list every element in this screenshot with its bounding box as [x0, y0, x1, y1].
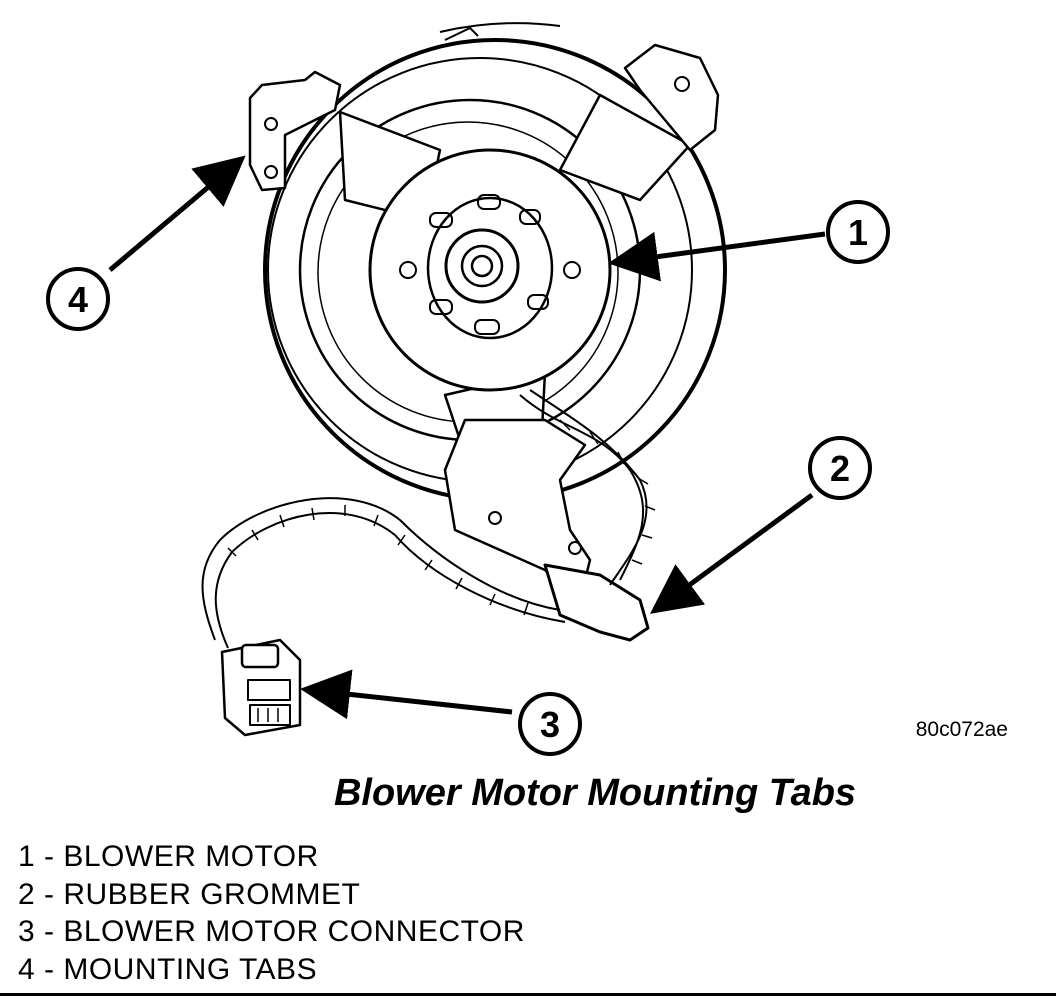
callout-1: 1 — [826, 200, 890, 264]
legend-item: 1 - BLOWER MOTOR — [18, 840, 319, 873]
wire-harness — [201, 389, 656, 649]
callout-arrows — [108, 155, 826, 720]
callout-1-number: 1 — [848, 212, 868, 253]
parts-legend: 1 - BLOWER MOTOR 2 - RUBBER GROMMET 3 - … — [18, 838, 525, 988]
arrow-2 — [649, 492, 814, 614]
blower-motor-connector — [220, 638, 302, 737]
blower-motor — [201, 22, 727, 737]
figure-id: 80c072ae — [916, 718, 1008, 741]
callout-4: 4 — [46, 267, 110, 331]
callout-3-number: 3 — [540, 704, 560, 745]
arrow-1 — [608, 231, 826, 282]
bottom-rule — [0, 993, 1056, 996]
blower-motor-diagram: 1 2 3 4 80c072ae — [46, 22, 1008, 756]
mounting-tab-right — [623, 43, 720, 152]
motor-shaft — [470, 254, 494, 278]
callout-2: 2 — [808, 436, 872, 500]
arrow-4 — [108, 155, 246, 272]
callout-2-number: 2 — [830, 448, 850, 489]
callout-3: 3 — [518, 692, 582, 756]
callout-4-number: 4 — [68, 279, 88, 320]
legend-item: 3 - BLOWER MOTOR CONNECTOR — [18, 915, 525, 948]
rubber-grommet — [543, 563, 650, 642]
legend-item: 4 - MOUNTING TABS — [18, 952, 318, 986]
legend-item: 2 - RUBBER GROMMET — [18, 877, 361, 911]
mounting-tab-left — [248, 70, 342, 192]
figure-caption: Blower Motor Mounting Tabs — [333, 772, 857, 814]
wire-bracket — [443, 418, 592, 602]
arrow-3 — [300, 669, 513, 720]
